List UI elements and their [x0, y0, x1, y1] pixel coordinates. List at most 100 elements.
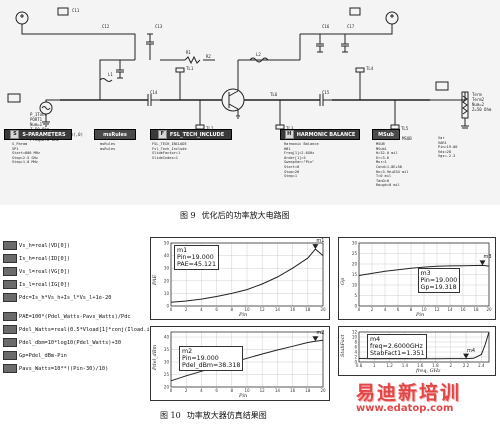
caption-text: 优化后的功率放大电路图: [201, 211, 290, 220]
schematic-labels: C11 C12 C13 C14 C15 C16 C17 L1 L2 R1 R2 …: [30, 8, 492, 142]
sparam-params: S_Param SP1 Start=800 MHz Stop=2.5 GHz S…: [12, 142, 40, 165]
msub-params: MSUB MSub1 H=32.0 mil Er=3.6 Mur=1 Cond=…: [376, 142, 408, 188]
schem-label: PORT1: [30, 117, 43, 122]
y-tick-label: 20: [164, 385, 170, 390]
x-tick-label: 20: [320, 388, 326, 393]
x-tick-label: 20: [486, 307, 492, 312]
x-tick-label: 14: [275, 307, 281, 312]
s-parameters-controller[interactable]: S S-PARAMETERS: [4, 129, 72, 140]
param-line: Rough=0 mil: [376, 183, 400, 188]
param-line: Vgs=-2.3: [438, 154, 456, 159]
x-tick-label: 10: [244, 307, 250, 312]
x-tick-label: 16: [290, 307, 296, 312]
equation-text: Pdc=Is_h*Vs_h+Is_l*Vs_l+1e-20: [19, 294, 112, 301]
marker-tag: m3: [483, 254, 492, 261]
x-tick-label: 0: [358, 307, 361, 312]
x-tick-label: 2: [371, 307, 374, 312]
param-line: Start=800 MHz: [12, 151, 41, 156]
x-tick-label: 10: [421, 307, 427, 312]
schem-label: TL2: [206, 126, 214, 131]
param-line: Er=3.6: [376, 155, 389, 160]
param-line: Order[1]=5: [284, 155, 306, 160]
marker-triangle: [479, 260, 486, 266]
marker-tag: m1: [316, 238, 325, 245]
x-axis-label: Pin: [239, 393, 248, 399]
marker-readout-line: StabFact1=1.351: [370, 350, 425, 357]
y-tick-label: 30: [164, 360, 170, 365]
marker-triangle: [312, 336, 319, 342]
marker-readout-line: Gp=19.318: [420, 284, 457, 292]
harmonic-balance-controller[interactable]: H HARMONIC BALANCE: [280, 129, 360, 140]
x-tick-label: 6: [215, 388, 218, 393]
param-line: SweepVar="Pin": [284, 160, 315, 165]
y-tick-label: 25: [352, 251, 358, 256]
param-line: H=32.0 mil: [376, 151, 398, 156]
y-tick-label: 5: [354, 293, 357, 298]
fsl-tech-include-controller[interactable]: F FSL_TECH_INCLUDE: [150, 129, 232, 140]
y-axis-label: StabFact: [340, 334, 346, 357]
x-tick-label: 2: [185, 307, 188, 312]
param-line: Stop=2.5 GHz: [12, 155, 38, 160]
x-tick-label: 1.2: [386, 363, 393, 368]
equation-row[interactable]: Vs_l=real(VG[0]): [3, 266, 70, 277]
equation-row[interactable]: Pavs_Watts=10**((Pin-30)/10): [3, 363, 108, 374]
equation-text: Gp=Pdel_dBm-Pin: [19, 352, 67, 359]
eqn-icon: [3, 293, 17, 302]
param-line: HB1: [284, 146, 291, 151]
equation-row[interactable]: Is_l=real(IG[0]): [3, 279, 70, 290]
equation-text: Pavs_Watts=10**((Pin-30)/10): [19, 365, 109, 372]
sparam-label: S-PARAMETERS: [22, 131, 66, 138]
x-tick-label: 6: [215, 307, 218, 312]
y-tick-label: 15: [352, 272, 358, 277]
equation-text: Pdel_Watts=real(0.5*Vload[1]*conj(Iload.…: [19, 326, 166, 333]
x-tick-label: 4: [200, 307, 203, 312]
equation-row[interactable]: Gp=Pdel_dBm-Pin: [3, 350, 67, 361]
harmonic-label: HARMONIC BALANCE: [296, 131, 356, 138]
marker-readout-line: Pin=19.000: [420, 277, 458, 285]
schem-label: C16: [322, 24, 330, 29]
x-tick-label: 16: [460, 307, 466, 312]
x-tick-label: 20: [320, 307, 326, 312]
param-line: Freq[1]=2.6GHz: [284, 151, 315, 156]
y-tick-label: 8: [354, 340, 357, 345]
marker-readout-line: m3: [420, 270, 431, 278]
equation-row[interactable]: Is_h=real(ID[0]): [3, 253, 70, 264]
msub-controller[interactable]: MSub: [372, 129, 400, 140]
equation-row[interactable]: Pdel_dbm=10*log10(Pdel_Watts)+30: [3, 337, 121, 348]
plot-frame: [170, 331, 324, 388]
watermark-url: www.edatop.com: [356, 403, 454, 414]
marker-readout-line: m1: [177, 247, 188, 254]
schem-label: C11: [72, 8, 80, 13]
equation-row[interactable]: PAE=100*(Pdel_Watts-Pavs_Watts)/Pdc: [3, 311, 131, 322]
msrules-controller[interactable]: msRules: [94, 129, 136, 140]
schem-label: P_1Tone: [30, 112, 47, 117]
x-tick-label: 10: [244, 388, 250, 393]
x-tick-label: 1.8: [432, 363, 439, 368]
marker-tag: m2: [316, 330, 325, 337]
x-tick-label: 16: [290, 388, 296, 393]
equation-row[interactable]: Pdel_Watts=real(0.5*Vload[1]*conj(Iload.…: [3, 324, 166, 335]
sparam-icon: S: [10, 130, 20, 139]
x-tick-label: 8: [410, 307, 413, 312]
schematic-wiring: [7, 7, 469, 130]
equation-row[interactable]: Vs_h=real(VD[0]): [3, 240, 70, 251]
y-tick-label: 35: [164, 347, 170, 352]
schem-label: Term2: [472, 97, 485, 102]
marker-readout-line: Pin=19.000: [182, 354, 219, 362]
param-line: Fsl_Tech_Include: [152, 146, 187, 151]
param-line: Step=1: [284, 174, 297, 179]
series-line: [170, 248, 324, 303]
x-tick-label: 2.4: [478, 363, 485, 368]
equation-row[interactable]: Pdc=Is_h*Vs_h+Is_l*Vs_l+1e-20: [3, 292, 111, 303]
x-tick-label: 2: [185, 388, 188, 393]
